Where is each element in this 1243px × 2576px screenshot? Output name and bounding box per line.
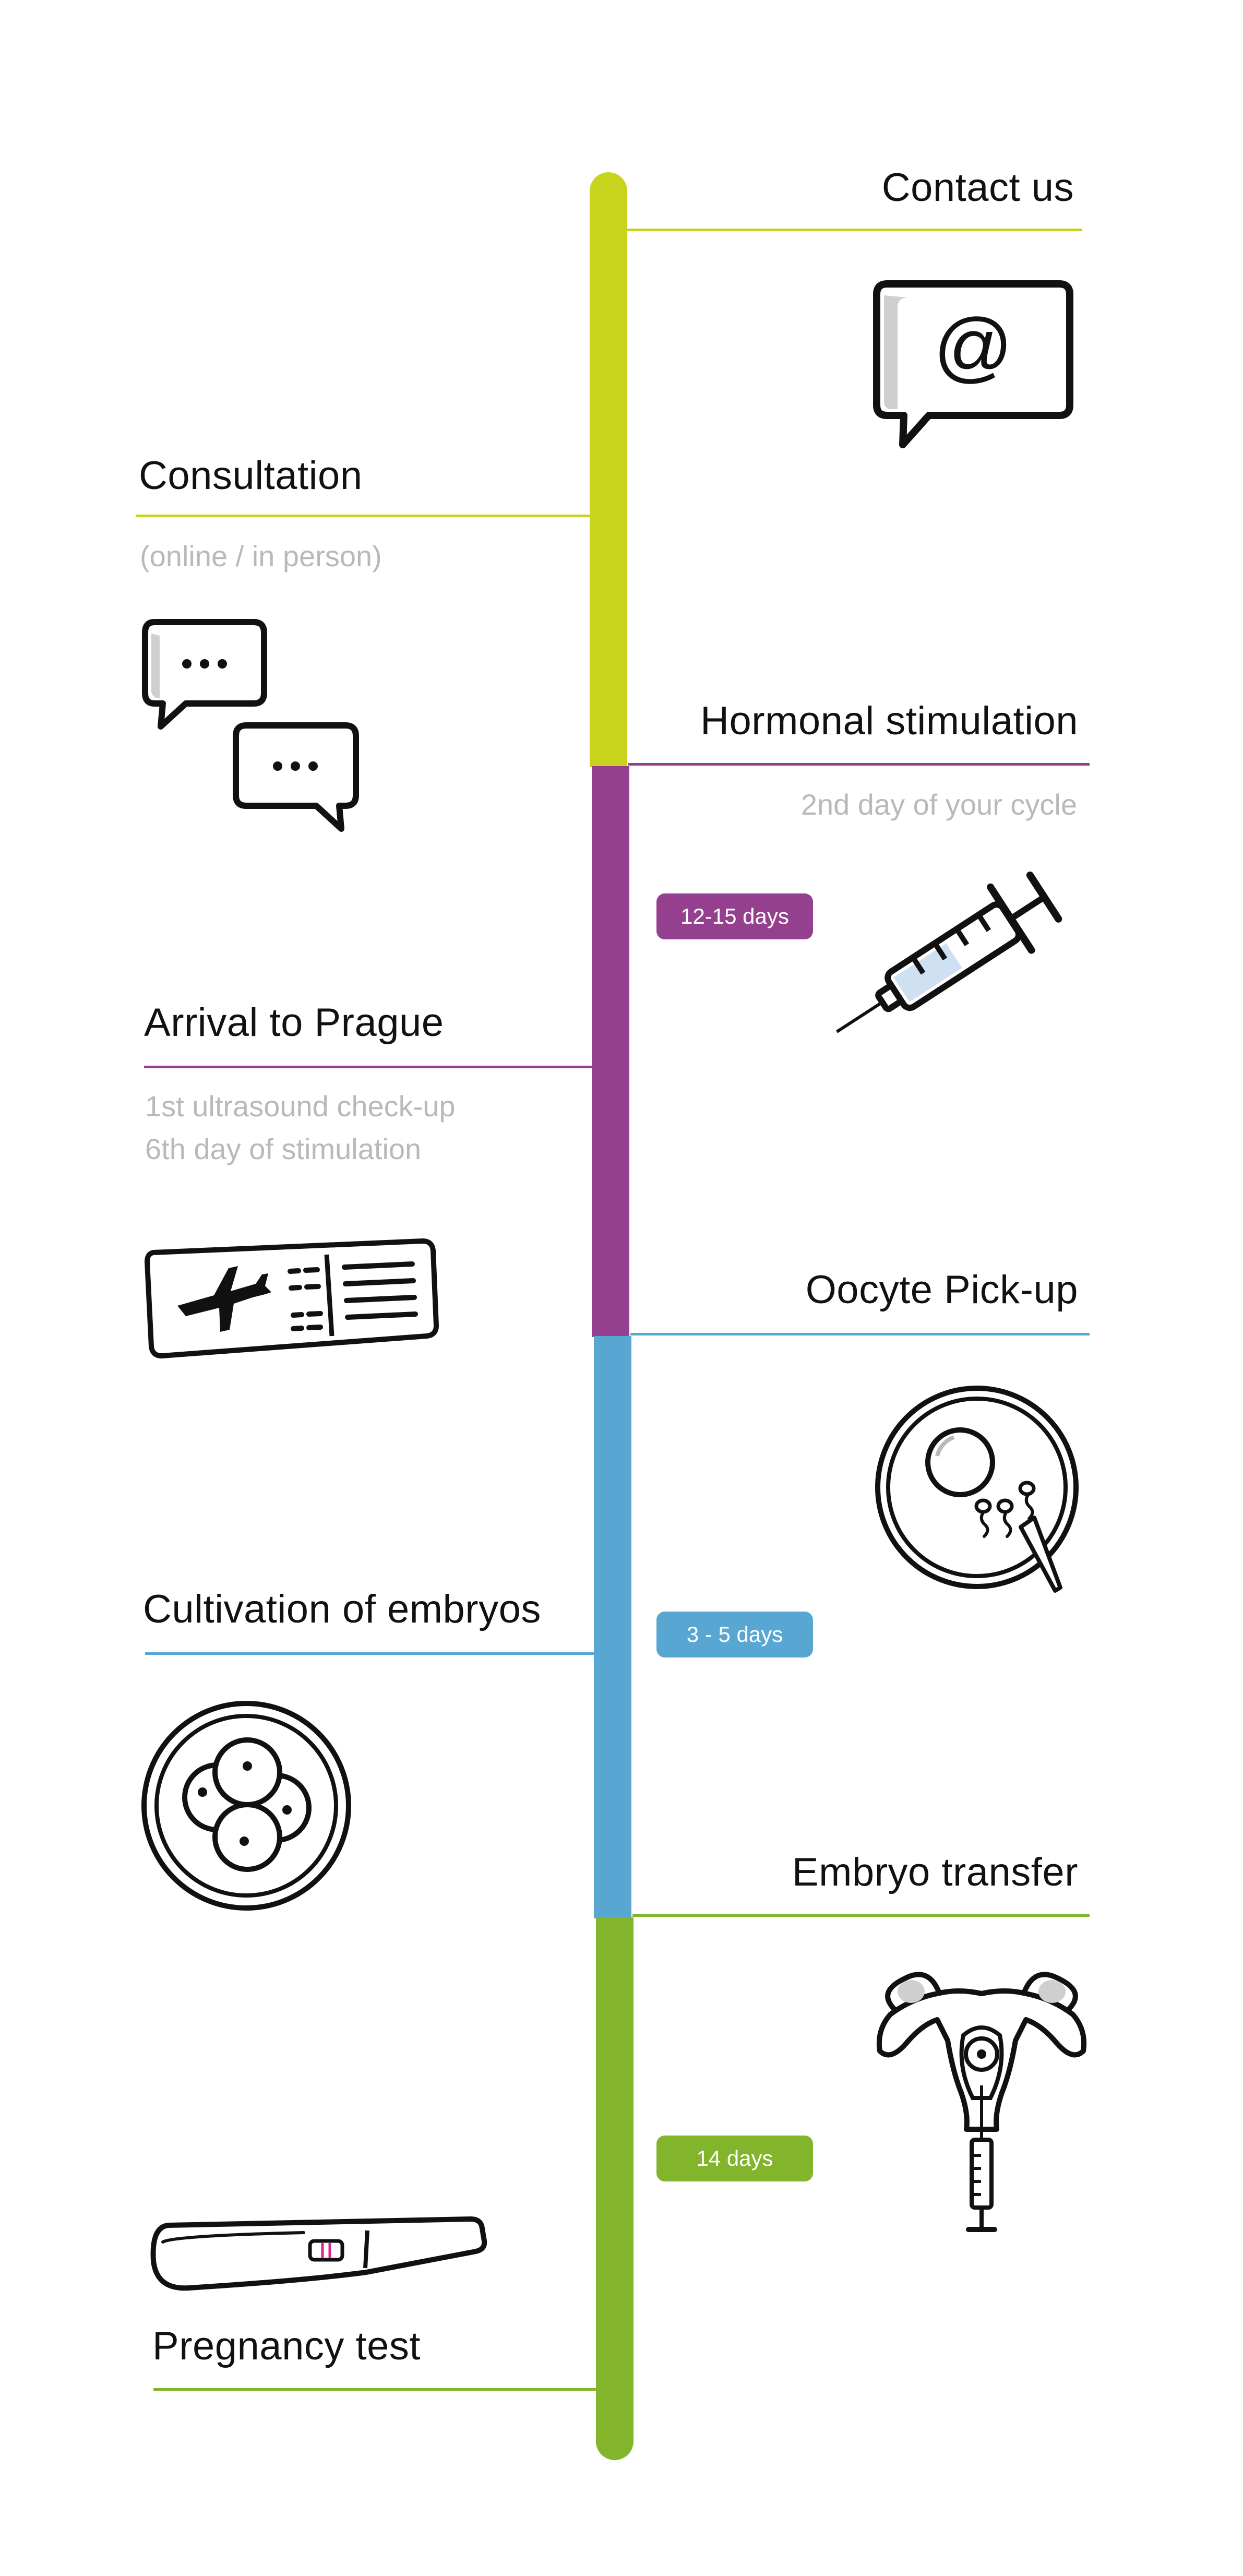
- plane-ticket-icon: [145, 1238, 439, 1358]
- connector-hormonal: [628, 763, 1090, 766]
- timeline-segment-green: [596, 1917, 634, 2460]
- pregnancy-test-icon: [150, 2216, 487, 2291]
- duration-badge-stimulation: 12-15 days: [656, 893, 813, 939]
- step-title-arrival: Arrival to Prague: [144, 1000, 444, 1045]
- step-title-hormonal: Hormonal stimulation: [700, 699, 1078, 743]
- svg-text:@: @: [934, 302, 1013, 390]
- step-subtitle-arrival-1: 1st ultrasound check-up: [145, 1090, 456, 1123]
- step-subtitle-consultation: (online / in person): [140, 540, 382, 573]
- uterus-transfer-icon: [876, 1972, 1087, 2232]
- chat-bubbles-icon: [142, 619, 359, 832]
- connector-embryo-transfer: [632, 1914, 1090, 1917]
- connector-cultivation: [145, 1652, 595, 1655]
- email-bubble-icon: @: [873, 280, 1073, 448]
- step-title-contact: Contact us: [881, 165, 1074, 210]
- step-subtitle-arrival-2: 6th day of stimulation: [145, 1132, 422, 1165]
- duration-badge-transfer: 14 days: [656, 2136, 813, 2181]
- connector-consultation: [136, 515, 591, 517]
- connector-pregnancy: [153, 2388, 597, 2391]
- timeline-segment-blue: [594, 1336, 631, 1918]
- duration-badge-cultivation: 3 - 5 days: [656, 1612, 813, 1657]
- timeline-segment-lime: [590, 172, 627, 767]
- syringe-icon: [835, 871, 1062, 1033]
- connector-oocyte: [630, 1333, 1090, 1335]
- step-title-consultation: Consultation: [139, 454, 363, 498]
- step-title-pregnancy: Pregnancy test: [152, 2324, 421, 2368]
- timeline-segment-purple: [592, 766, 629, 1337]
- connector-arrival: [144, 1066, 593, 1068]
- step-subtitle-hormonal: 2nd day of your cycle: [800, 788, 1077, 821]
- embryo-dish-icon: [141, 1701, 351, 1911]
- step-title-cultivation: Cultivation of embryos: [143, 1587, 541, 1631]
- step-title-oocyte: Oocyte Pick-up: [805, 1268, 1078, 1312]
- petri-dish-egg-icon: [875, 1386, 1079, 1593]
- step-title-embryo-transfer: Embryo transfer: [792, 1850, 1078, 1894]
- connector-contact: [626, 229, 1082, 231]
